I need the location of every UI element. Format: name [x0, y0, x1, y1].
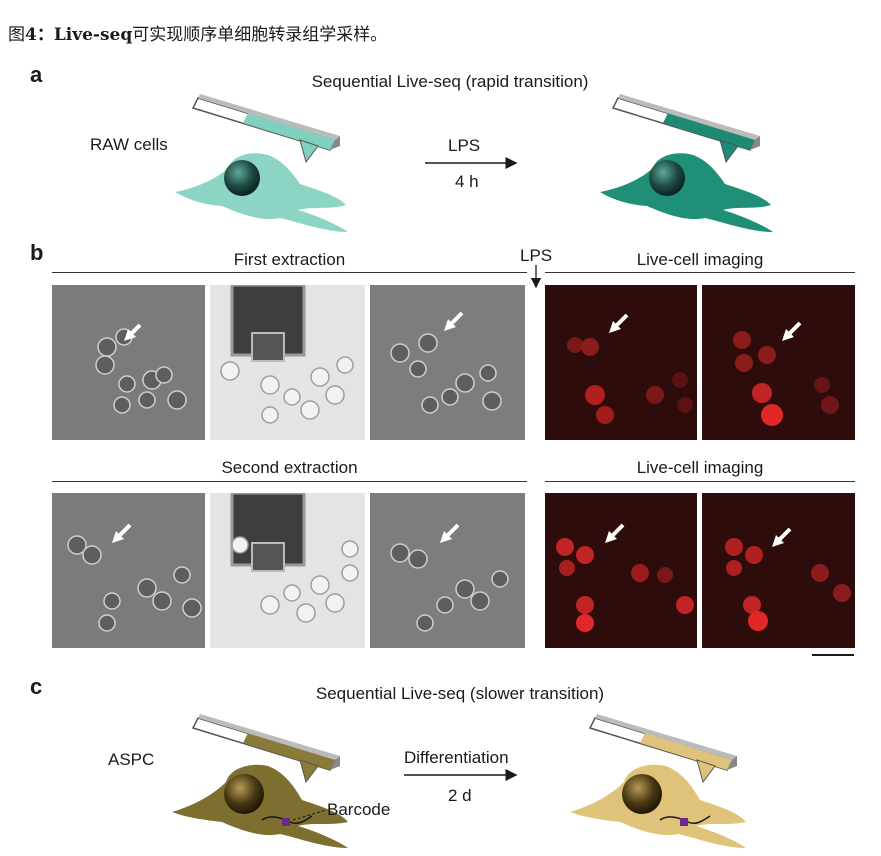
cell-before-a — [175, 153, 348, 232]
cell-before-c — [172, 764, 348, 848]
micrograph-r2-bf2 — [370, 493, 525, 648]
caption-rest: 可实现顺序单细胞转录组学采样。 — [132, 25, 388, 45]
panel-c-title: Sequential Live-seq (slower transition) — [315, 684, 605, 703]
micrograph-r1-bf2 — [370, 285, 525, 440]
cell-after-a — [600, 153, 773, 232]
panel-c-letter: c — [30, 674, 43, 699]
row2-left-rule — [52, 481, 527, 482]
fluorescence-r2-b — [702, 493, 855, 648]
cell-after-c — [570, 764, 746, 848]
panel-a-letter: a — [30, 62, 43, 87]
micrograph-r1-bf1 — [52, 285, 205, 440]
panel-a-title: Sequential Live-seq (rapid transition) — [311, 72, 589, 91]
row1-right-rule — [545, 272, 855, 273]
pipette-before-c — [191, 714, 340, 784]
caption-bold: 4：Live-seq — [25, 25, 133, 45]
micrograph-r2-bf1 — [52, 493, 205, 648]
row2-right-rule — [545, 481, 855, 482]
panel-a-arrow-top: LPS — [448, 136, 481, 155]
fluorescence-r1-b — [702, 285, 855, 440]
row2-right-header: Live-cell imaging — [636, 458, 764, 477]
lps-label: LPS — [520, 246, 553, 265]
figure-caption: 图4：Live-seq可实现顺序单细胞转录组学采样。 — [8, 20, 387, 45]
panel-c-arrow-bottom: 2 d — [448, 786, 472, 805]
fluorescence-r1-a — [545, 285, 697, 440]
fluorescence-r2-a — [545, 493, 697, 648]
row2-left-header: Second extraction — [221, 458, 358, 477]
row1-left-rule — [52, 272, 527, 273]
micrograph-r2-pipette — [210, 493, 365, 648]
barcode-label: Barcode — [327, 800, 391, 819]
caption-prefix: 图 — [8, 25, 25, 45]
pipette-after-a — [611, 94, 760, 164]
scale-bar — [812, 654, 854, 656]
row1-left-header: First extraction — [233, 250, 346, 269]
micrograph-r1-pipette — [210, 285, 365, 440]
row1-right-header: Live-cell imaging — [636, 250, 764, 269]
panel-a-arrow-bottom: 4 h — [455, 172, 479, 191]
panel-c-cell-label: ASPC — [108, 750, 155, 769]
panel-b-letter: b — [30, 240, 44, 265]
panel-a-cell-label: RAW cells — [90, 135, 168, 154]
panel-c-arrow-top: Differentiation — [404, 748, 509, 767]
pipette-before-a — [191, 94, 340, 164]
pipette-after-c — [588, 714, 737, 784]
